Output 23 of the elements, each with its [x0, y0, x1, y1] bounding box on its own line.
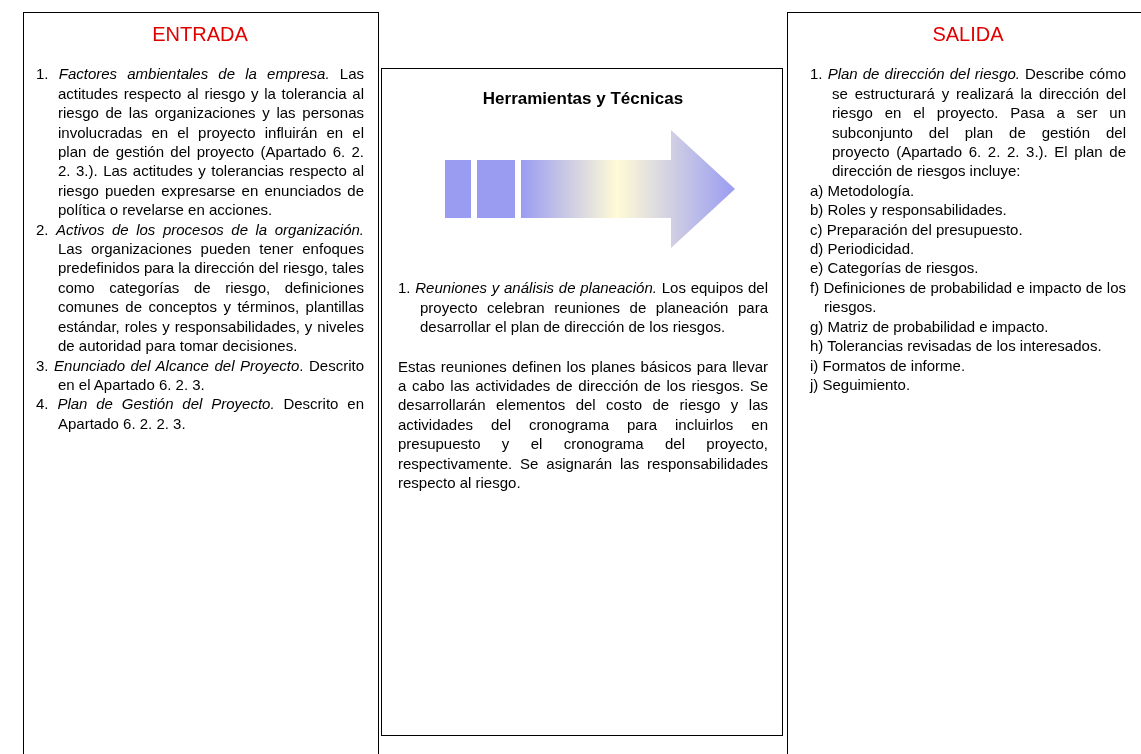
list-item: 1. Reuniones y análisis de planeación. Los equipos del proyecto celebran reuniones de planeación para desarrollar el plan de dirección de los riesgos.: [398, 278, 768, 337]
list-item: c) Preparación del presupuesto.: [810, 219, 1024, 240]
list-item: e) Categorías de riesgos.: [810, 258, 980, 278]
list-item: h) Tolerancias revisadas de los interesados.: [810, 336, 1103, 356]
panel-heading: SALIDA: [931, 25, 1005, 45]
list-item: i) Formatos de informe.: [810, 355, 967, 375]
list-item: a) Metodología.: [810, 180, 916, 201]
list-item: j) Seguimiento.: [810, 374, 912, 395]
panel-box: [23, 12, 379, 754]
list-item: g) Matriz de probabilidad e impacto.: [810, 316, 1050, 337]
panel-heading: Herramientas y Técnicas: [481, 89, 685, 109]
list-item: 4. Plan de Gestión del Proyecto. Descrito en Apartado 6. 2. 2. 3.: [36, 394, 364, 434]
panel-heading: ENTRADA: [151, 25, 249, 45]
list-item: f) Definiciones de probabilidad e impacto de los riesgos.: [810, 277, 1126, 317]
list-item: 1. Factores ambientales de la empresa. Las actitudes respecto al riesgo y la tolerancia al riesgo de las organizaciones y las personas involucradas en el proyecto influirán en el plan de gestión del proyecto (Apartado 6. 2. 2. 3.). Las actitudes y tolerancias respecto al riesgo pueden expresarse en enunciados de política o revelarse en acciones.: [36, 64, 364, 220]
list-item: 1. Plan de dirección del riesgo. Describe cómo se estructurará y realizará la dirección del riesgo en el proyecto. Pasa a ser un subconjunto del plan de gestión del proyecto (Apartado 6. 2. 2. 3.). El plan de dirección de riesgos incluye:: [810, 64, 1126, 181]
panel-box: [381, 68, 783, 736]
list-item: b) Roles y responsabilidades.: [810, 200, 1008, 220]
list-item: d) Periodicidad.: [810, 239, 916, 259]
list-item: 2. Activos de los procesos de la organización. Las organizaciones pueden tener enfoques predefinidos para la dirección del riesgo, tales como categorías de riesgo, definiciones comunes de conceptos y términos, plantillas estándar, roles y responsabilidades, y niveles de autoridad para tomar decisiones.: [36, 219, 364, 356]
panel-box: [787, 12, 1141, 754]
paragraph: Estas reuniones definen los planes básicos para llevar a cabo las actividades de dirección de los riesgos. Se desarrollarán elementos del costo de riesgo y las actividades del cronograma para incluirlos en presupuesto y el cronograma del proyecto, respectivamente. Se asignarán las responsabilidades respecto al riesgo.: [398, 356, 768, 493]
list-item: 3. Enunciado del Alcance del Proyecto. Descrito en el Apartado 6. 2. 3.: [36, 355, 364, 395]
